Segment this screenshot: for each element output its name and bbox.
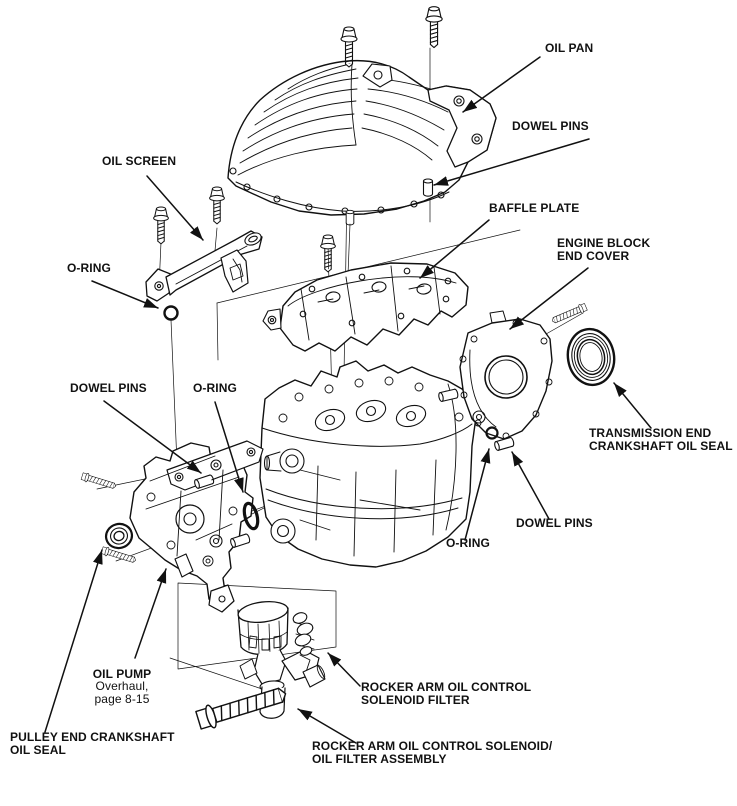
solenoid-filter-drawing <box>292 612 315 656</box>
label-baffle-plate: BAFFLE PLATE <box>489 201 580 215</box>
label-oil-screen: OIL SCREEN <box>102 154 177 168</box>
pulley-seal-drawing <box>104 522 134 550</box>
label-transmission-end-crankshaft-oil-seal: TRANSMISSION END CRANKSHAFT OIL SEAL <box>589 426 733 453</box>
o-ring-center-part <box>242 501 260 531</box>
oil-screen-drawing <box>145 230 263 302</box>
oil-pan-drawing <box>227 59 497 216</box>
o-ring-upper-left-part <box>163 305 179 321</box>
leader-arrows <box>44 56 652 744</box>
label-rocker-arm-oil-control-solenoid-filter: ROCKER ARM OIL CONTROL SOLENOID FILTER <box>361 680 532 707</box>
transmission-seal-drawing <box>566 327 616 387</box>
label-pulley-end-crankshaft-oil-seal: PULLEY END CRANKSHAFT OIL SEAL <box>10 730 175 757</box>
label-o-ring-upper-left: O-RING <box>67 261 111 275</box>
o-rings <box>163 305 499 531</box>
label-engine-block-end-cover: ENGINE BLOCK END COVER <box>557 236 651 263</box>
baffle-plate-drawing <box>262 262 469 352</box>
oil-pump-drawing <box>129 440 264 613</box>
label-dowel-pins-left: DOWEL PINS <box>70 381 147 395</box>
end-cover-drawing <box>459 310 553 440</box>
o-ring-right-part <box>485 426 499 440</box>
solenoid-assembly-drawing <box>237 600 326 719</box>
label-dowel-pins-bottom-right: DOWEL PINS <box>516 516 593 530</box>
label-o-ring-center: O-RING <box>193 381 237 395</box>
label-oil-pan: OIL PAN <box>545 41 594 55</box>
label-rocker-arm-oil-control-solenoid-assembly: ROCKER ARM OIL CONTROL SOLENOID/ OIL FIL… <box>312 739 553 766</box>
label-dowel-pins-top-right: DOWEL PINS <box>512 119 589 133</box>
engine-block-drawing <box>259 360 477 568</box>
label-o-ring-right: O-RING <box>446 536 490 550</box>
